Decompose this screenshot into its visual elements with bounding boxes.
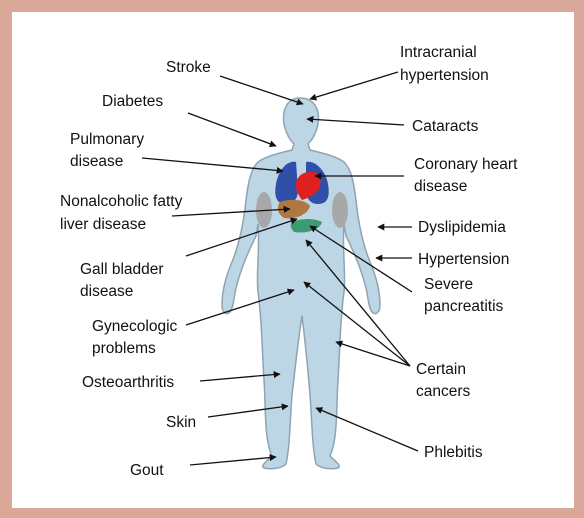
label-stroke: Stroke	[166, 59, 211, 76]
label-cancers-1: Certain	[416, 361, 466, 378]
label-phlebitis: Phlebitis	[424, 444, 483, 461]
label-cataracts: Cataracts	[412, 118, 479, 135]
label-intracranial-2: hypertension	[400, 67, 489, 84]
label-coronary-2: disease	[414, 178, 467, 195]
arrow-cataracts	[307, 119, 404, 125]
label-dyslipidemia: Dyslipidemia	[418, 219, 506, 236]
label-intracranial-1: Intracranial	[400, 44, 477, 61]
body-silhouette	[222, 98, 380, 469]
arrow-diabetes	[188, 113, 276, 146]
arrow-stroke	[220, 76, 303, 104]
label-gallbladder-2: disease	[80, 283, 133, 300]
label-gyneco-1: Gynecologic	[92, 318, 178, 335]
label-nafld-1: Nonalcoholic fatty	[60, 193, 183, 210]
body-outline	[222, 98, 380, 469]
label-nafld-2: liver disease	[60, 216, 146, 233]
label-pulmonary-2: disease	[70, 153, 123, 170]
label-osteoarthritis: Osteoarthritis	[82, 374, 174, 391]
label-skin: Skin	[166, 414, 196, 431]
label-pancreatitis-1: Severe	[424, 276, 473, 293]
label-gallbladder-1: Gall bladder	[80, 261, 164, 278]
arrow-cancers-3	[336, 342, 410, 366]
label-hypertension: Hypertension	[418, 251, 509, 268]
label-pancreatitis-2: pancreatitis	[424, 298, 504, 315]
label-coronary-1: Coronary heart	[414, 156, 518, 173]
kidney-right	[332, 192, 348, 228]
label-cancers-2: cancers	[416, 383, 471, 400]
label-diabetes: Diabetes	[102, 93, 163, 110]
label-gout: Gout	[130, 462, 164, 479]
label-gyneco-2: problems	[92, 340, 156, 357]
arrow-intracranial	[310, 72, 398, 99]
label-pulmonary-1: Pulmonary	[70, 131, 144, 148]
